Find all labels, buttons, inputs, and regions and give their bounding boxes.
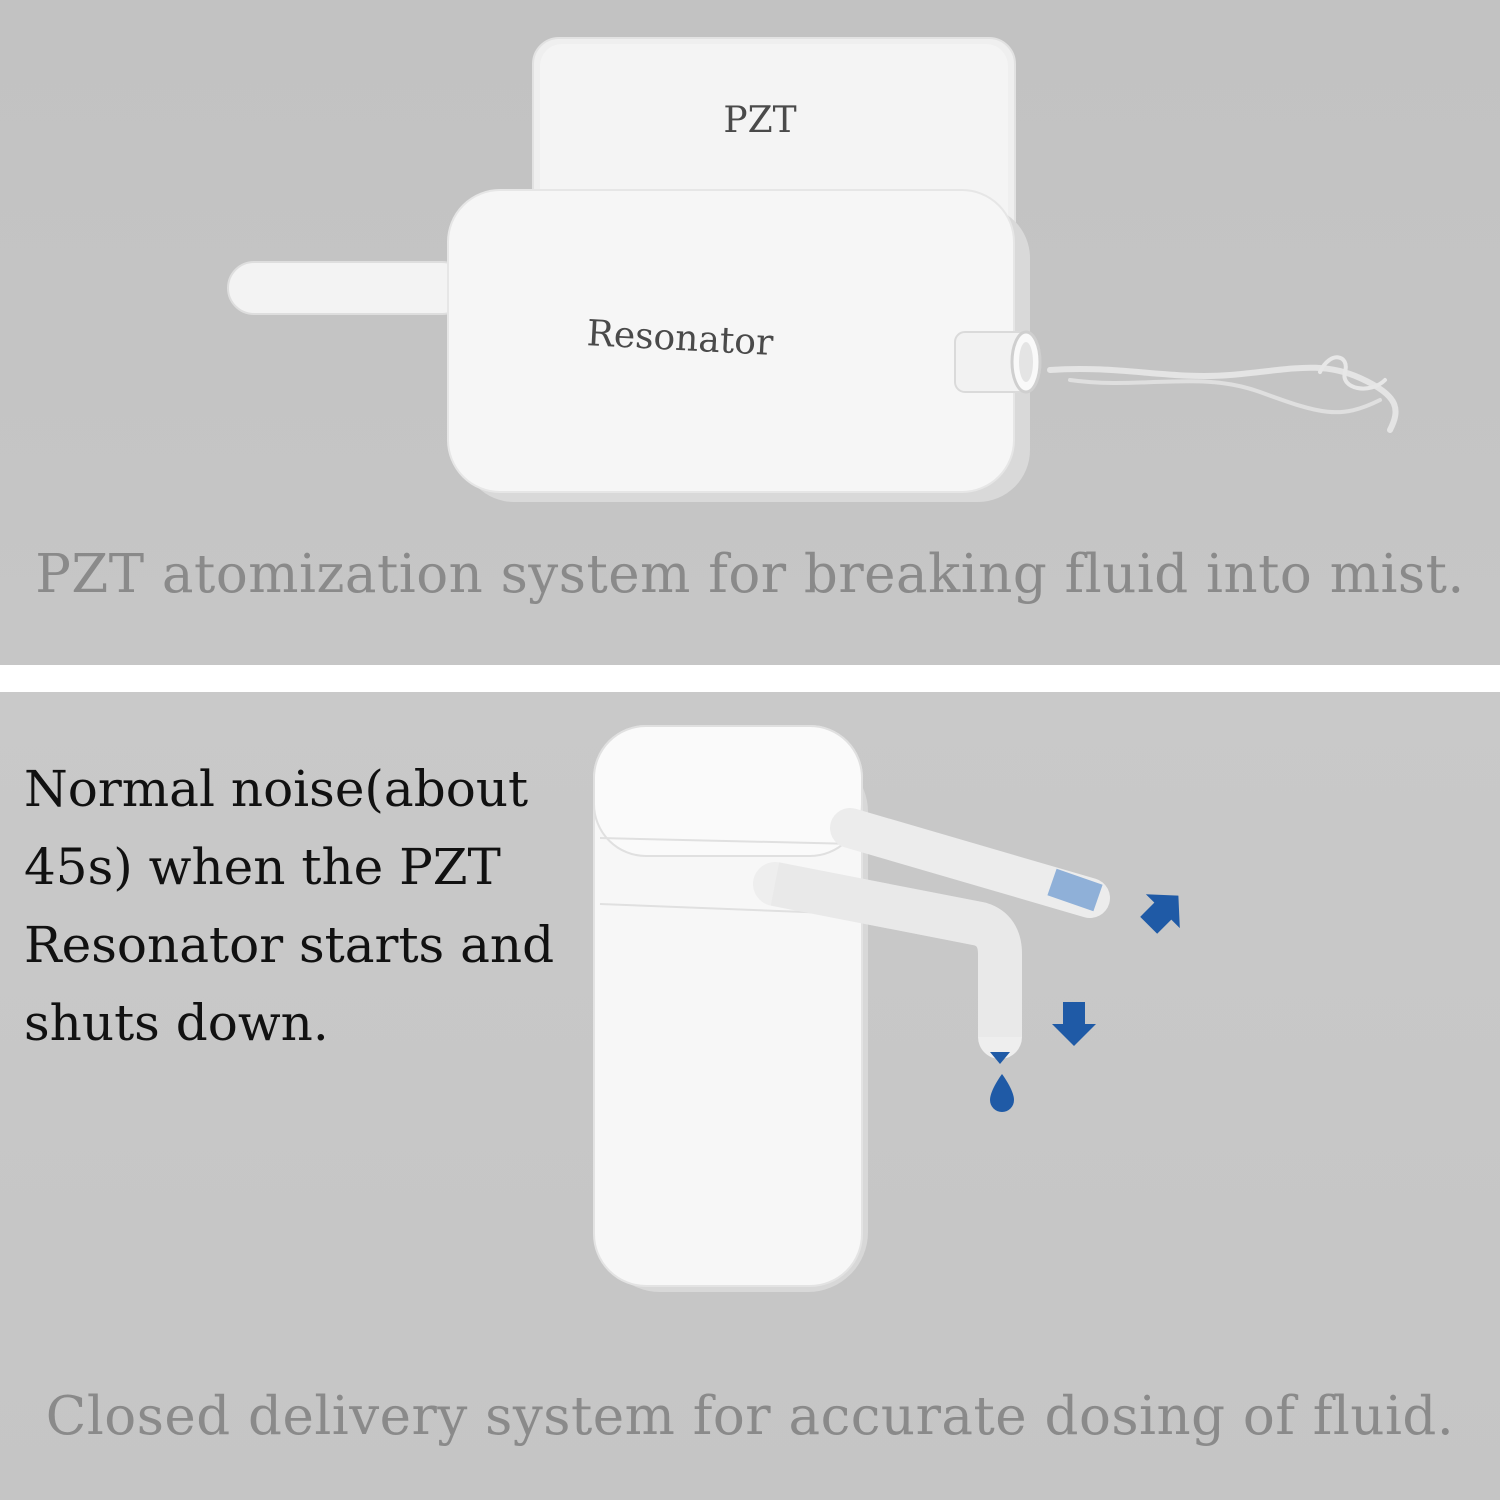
inflow-arrow-icon: [1140, 894, 1180, 934]
atomizer-illustration: [227, 37, 1399, 502]
bottom-panel: Normal noise(about 45s) when the PZT Res…: [0, 692, 1500, 1500]
cylinder-lid: [593, 725, 863, 857]
inlet-tube: [830, 808, 1110, 918]
delivery-caption: Closed delivery system for accurate dosi…: [45, 1386, 1455, 1447]
panel-divider: [0, 665, 1500, 692]
atomization-caption: PZT atomization system for breaking flui…: [35, 544, 1465, 605]
outflow-arrow-icon: [1052, 1002, 1096, 1046]
inlet-tube: [227, 261, 469, 315]
pzt-label: PZT: [723, 100, 797, 141]
top-panel: PZT Resonator PZT atomization system for…: [0, 0, 1500, 665]
outlet-tube: [753, 862, 1022, 1059]
mist-wisps: [1047, 355, 1399, 433]
droplet-icon: [990, 1074, 1014, 1112]
delivery-system-illustration: [593, 725, 1180, 1292]
noise-note: Normal noise(about 45s) when the PZT Res…: [24, 760, 555, 1052]
